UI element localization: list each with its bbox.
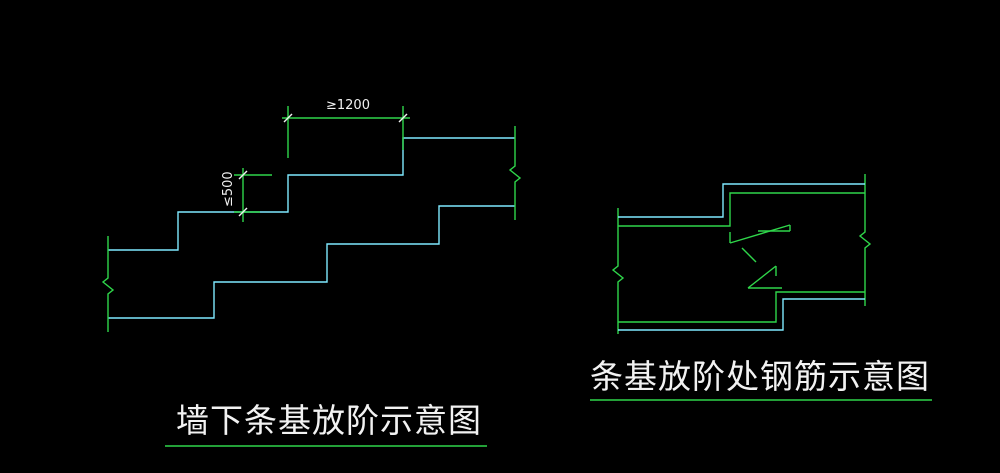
- left-break-line: [101, 236, 115, 332]
- lower-rebar: [618, 291, 865, 323]
- foundation-bottom-profile: [108, 205, 515, 319]
- right-drawing-title: 条基放阶处钢筋示意图: [590, 357, 930, 396]
- lower-concrete-profile: [618, 298, 865, 331]
- height-dimension: ≤500: [221, 168, 272, 222]
- rebar-right-break-line: [858, 174, 872, 306]
- width-dimension: ≥1200: [282, 98, 410, 158]
- left-drawing-title: 墙下条基放阶示意图: [176, 401, 482, 440]
- stepped-foundation-drawing: ≥1200 ≤500 墙下条基放阶示意图: [101, 98, 522, 447]
- upper-concrete-profile: [618, 183, 865, 218]
- rebar-left-break-line: [611, 208, 625, 334]
- upper-rebar: [618, 192, 865, 227]
- right-break-line: [508, 126, 522, 220]
- width-dimension-label: ≥1200: [326, 98, 370, 113]
- diagonal-lap-rebars: [729, 224, 791, 289]
- foundation-top-profile: [108, 137, 515, 251]
- rebar-step-drawing: 条基放阶处钢筋示意图: [590, 174, 932, 401]
- height-dimension-label: ≤500: [221, 171, 236, 207]
